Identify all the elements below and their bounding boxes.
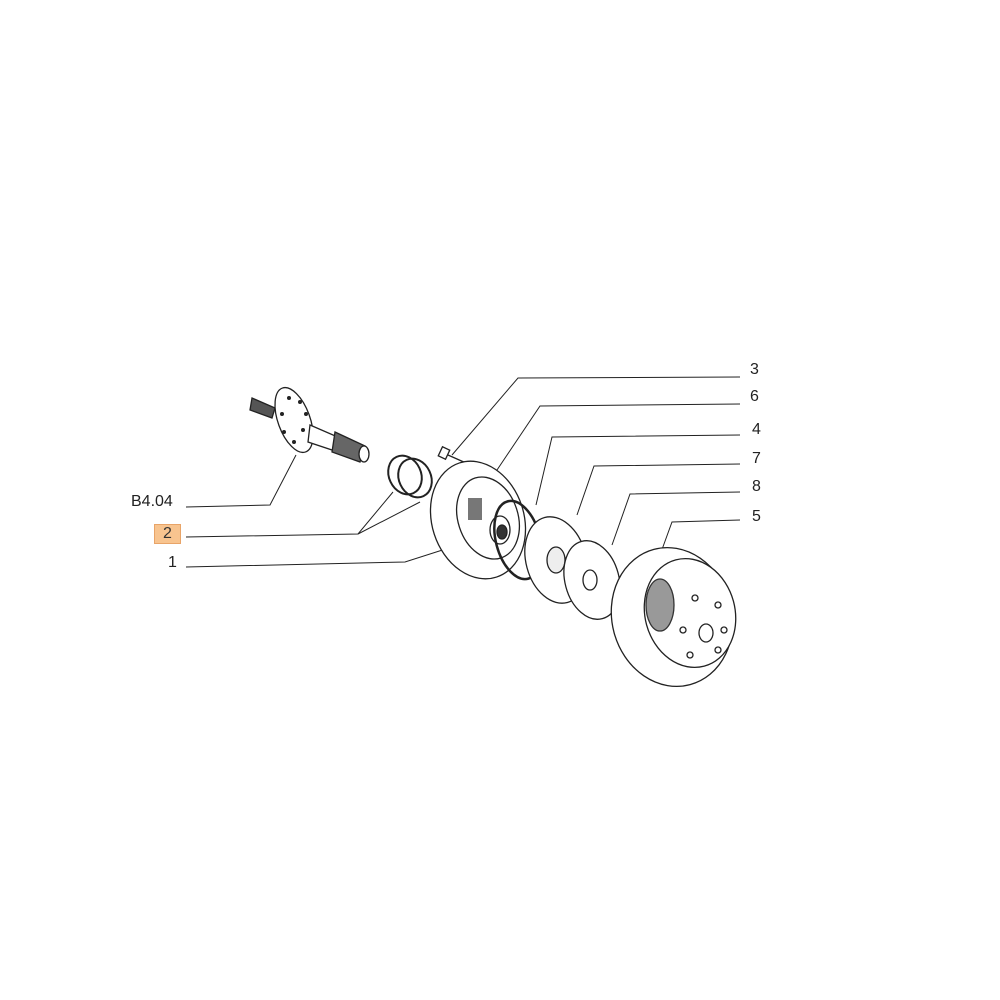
- leader-line-2b: [357, 501, 421, 535]
- callout-3: 3: [750, 361, 759, 378]
- leader-line-6: [496, 403, 741, 471]
- callout-1: 1: [168, 554, 177, 571]
- callout-2-highlighted[interactable]: 2: [154, 524, 181, 544]
- leader-line-7: [576, 463, 741, 516]
- callout-b404: B4.04: [131, 493, 173, 510]
- axle-shaft-part: [249, 386, 370, 463]
- leader-line-8: [611, 491, 741, 546]
- callout-7: 7: [752, 450, 761, 467]
- callout-4: 4: [752, 421, 761, 438]
- hub-housing-part: [429, 460, 527, 580]
- ring-gear-hub-part: [610, 546, 737, 688]
- callout-5: 5: [752, 508, 761, 525]
- bolt-part: [437, 445, 467, 464]
- callout-6: 6: [750, 388, 759, 405]
- shim-washer-part: [563, 540, 621, 620]
- leader-line-1: [185, 537, 481, 568]
- callout-8: 8: [752, 478, 761, 495]
- leader-line-5: [659, 519, 741, 556]
- leader-line-4: [535, 434, 741, 506]
- leader-line-3: [451, 376, 741, 456]
- leader-line-b404: [185, 454, 297, 508]
- snap-rings-part: [387, 454, 433, 499]
- leader-line-2: [185, 491, 394, 538]
